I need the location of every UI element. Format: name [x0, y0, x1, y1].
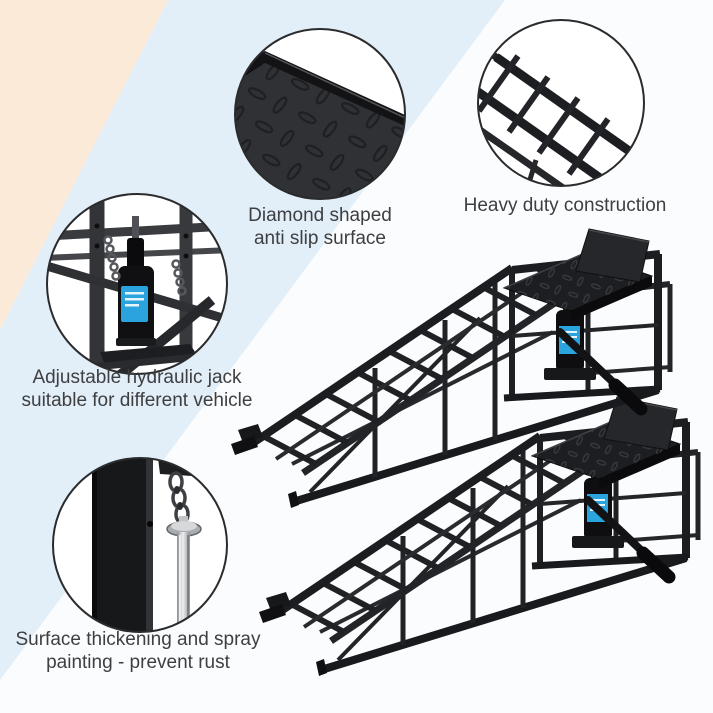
bottle-jack [83, 216, 207, 372]
caption-rust-prevention: Surface thickening and spray painting - … [5, 628, 271, 674]
caption-text: Surface thickening and spray [15, 629, 261, 650]
caption-text: Adjustable hydraulic jack [32, 367, 242, 388]
inset-ring [234, 28, 406, 200]
car-ramp-rear [259, 397, 699, 676]
caption-text: painting - prevent rust [46, 652, 230, 673]
safety-chains [103, 235, 187, 296]
inset-circle-hydraulic-jack [46, 193, 228, 375]
locking-pin [166, 516, 202, 632]
caption-diamond-plate: Diamond shaped anti slip surface [212, 204, 428, 250]
background-peach-wedge [0, 0, 168, 330]
inset-circle-diamond-plate [234, 28, 406, 200]
inset-ring [477, 19, 645, 187]
caption-text: suitable for different vehicle [21, 390, 253, 411]
caption-text: anti slip surface [253, 228, 386, 249]
inset-circle-frame [477, 19, 645, 187]
caption-text: Diamond shaped [248, 205, 392, 226]
inset-ring [46, 193, 228, 375]
inset-circle-chain-pin [52, 457, 228, 633]
inset-ring [52, 457, 228, 633]
caption-hydraulic-jack: Adjustable hydraulic jack suitable for d… [2, 366, 272, 412]
caption-heavy-duty: Heavy duty construction [440, 194, 690, 217]
caption-text: Heavy duty construction [463, 195, 667, 216]
